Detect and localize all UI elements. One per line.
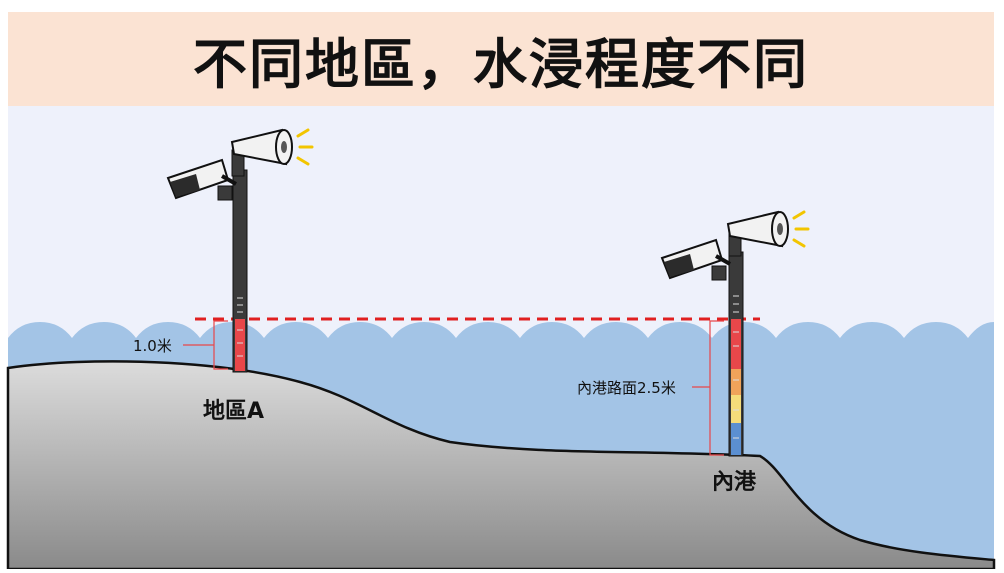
gauge-ticks-a (237, 297, 243, 357)
page-title: 不同地區，水浸程度不同 (193, 32, 809, 96)
depth-marker-inner-blue (731, 423, 741, 455)
depth-marker-a (235, 319, 245, 371)
depth-label-inner: 內港路面2.5米 (577, 379, 676, 397)
depth-marker-inner-yellow (731, 395, 741, 423)
region-label-a: 地區A (203, 399, 264, 424)
region-label-inner: 內港 (712, 470, 757, 495)
sensor-pole-a (166, 128, 314, 373)
title-banner: 不同地區，水浸程度不同 (8, 12, 994, 106)
megaphone-icon (726, 210, 810, 257)
depth-marker-inner-orange (731, 369, 741, 395)
gauge-ticks-inner (733, 295, 739, 439)
camera-icon (166, 158, 237, 201)
sensor-pole-inner (660, 210, 810, 457)
depth-label-a: 1.0米 (133, 337, 172, 355)
megaphone-icon (230, 128, 314, 177)
depth-marker-inner (731, 319, 741, 369)
camera-icon (660, 238, 731, 281)
depth-bracket-inner (709, 320, 724, 456)
ground-terrain (6, 360, 996, 571)
